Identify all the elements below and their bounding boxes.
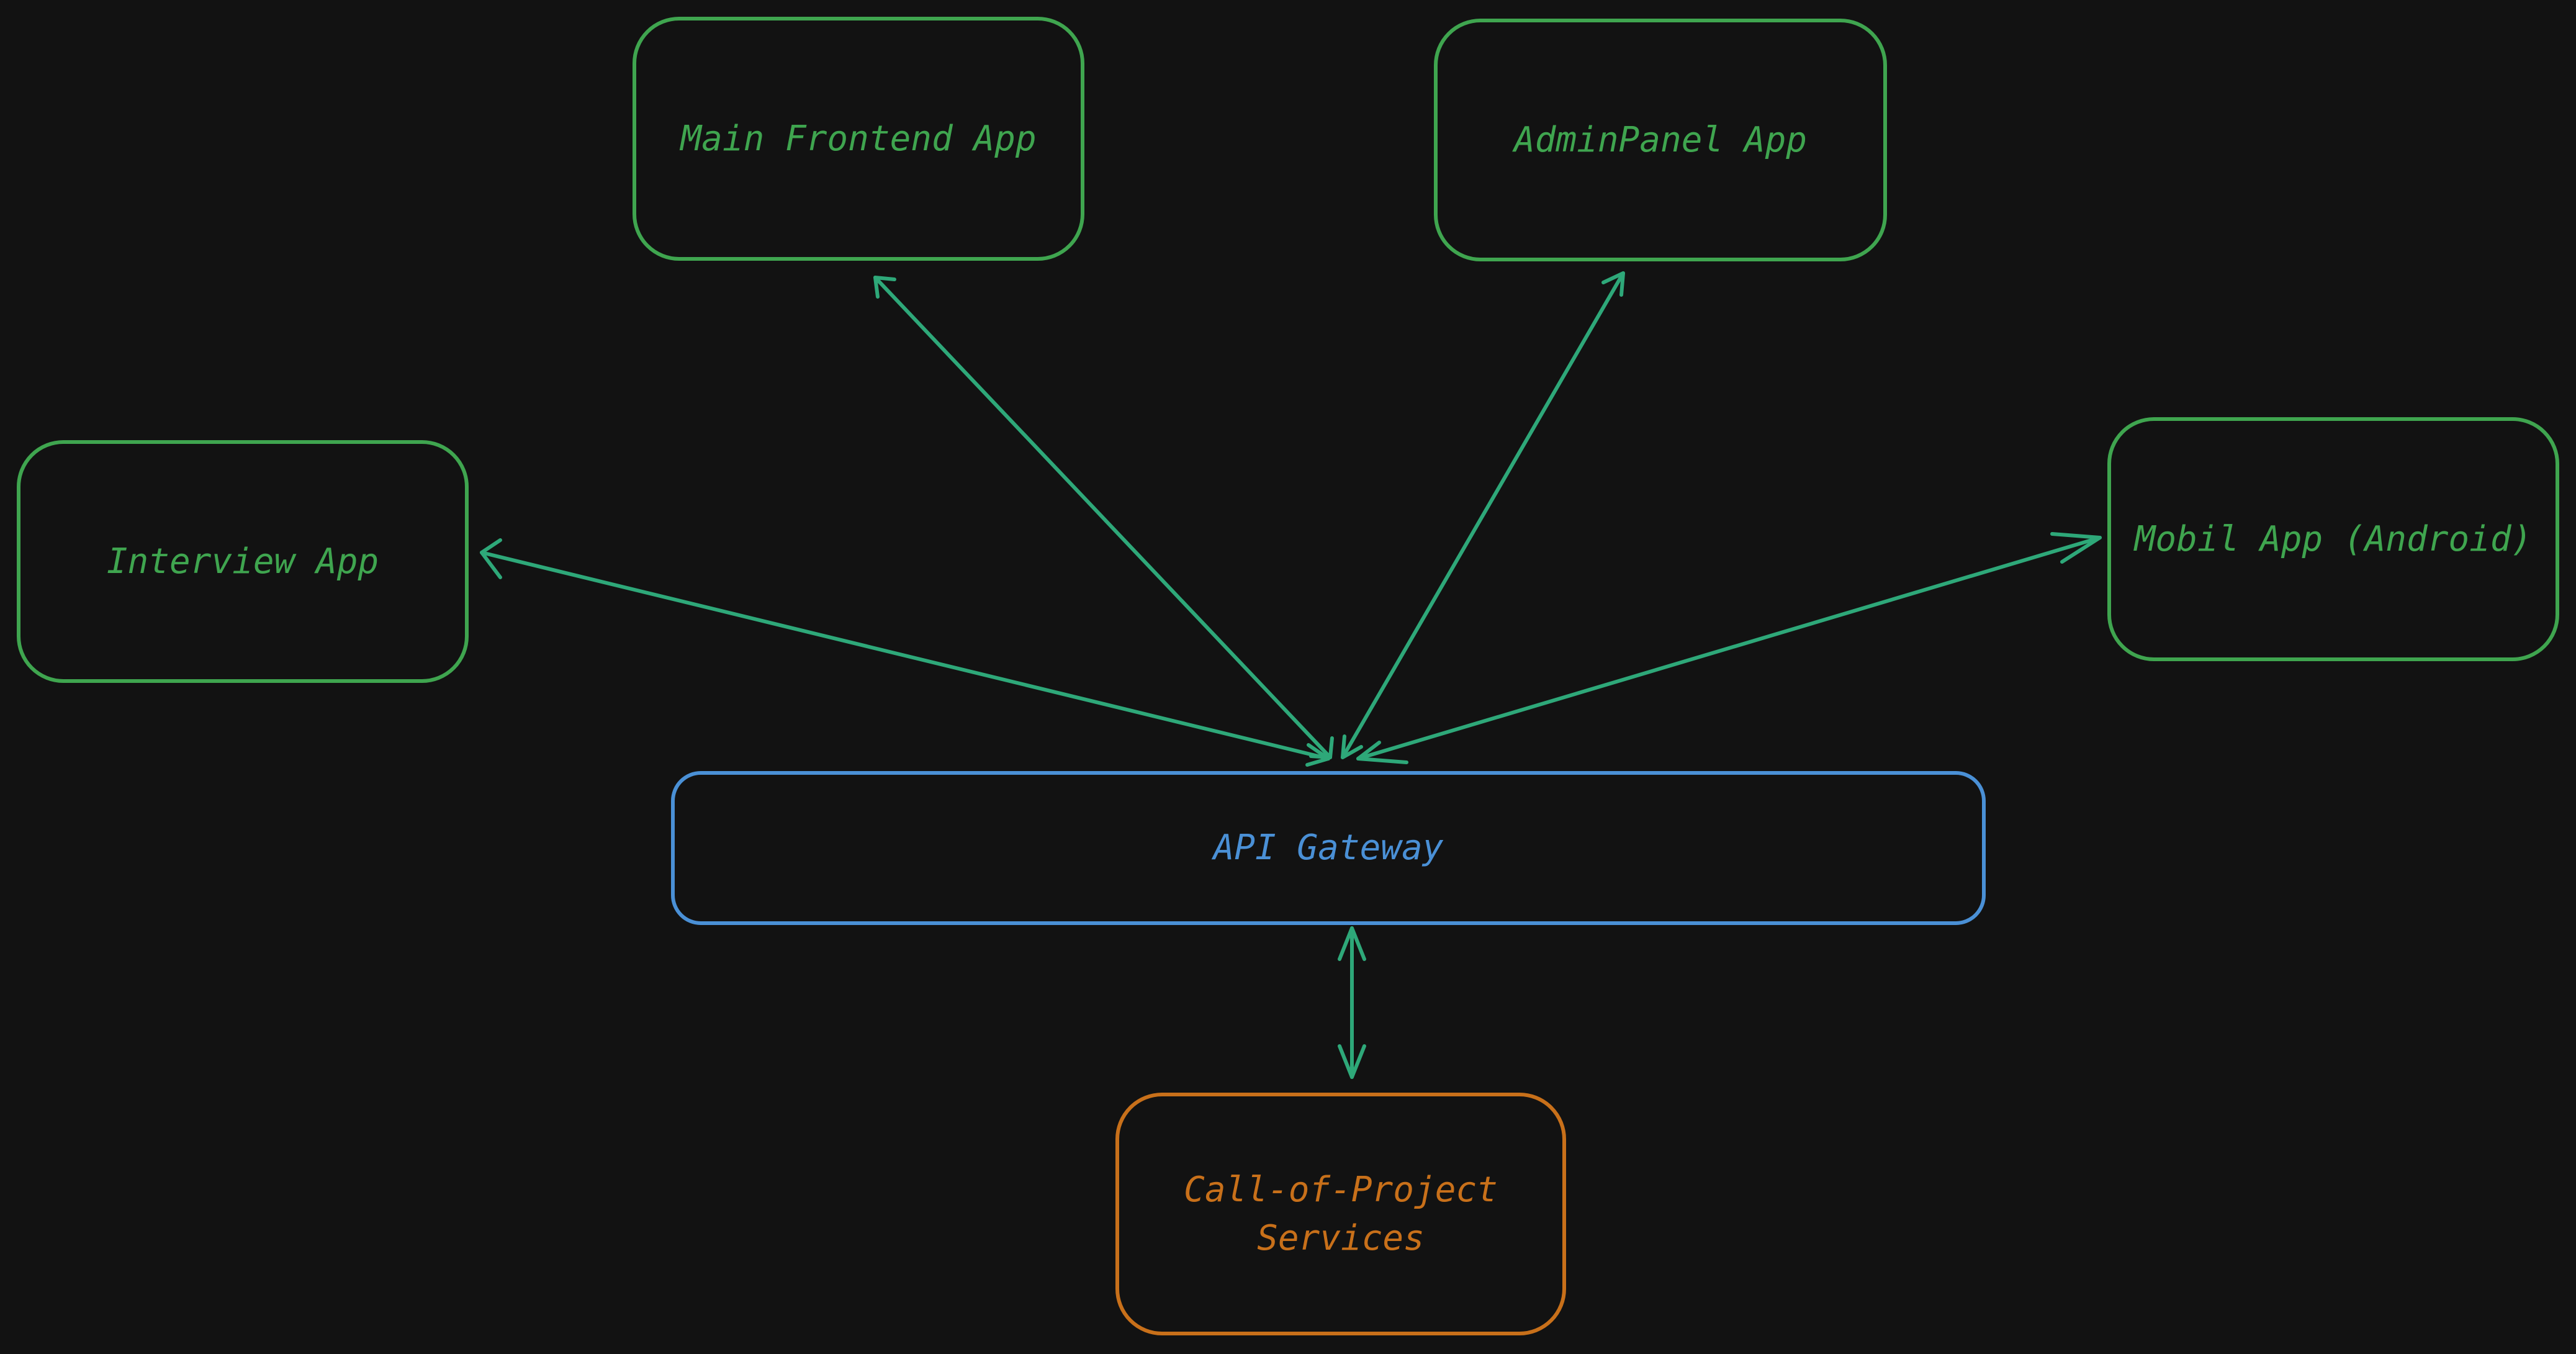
main-frontend-label: Main Frontend App [680,118,1037,159]
arrow-gateway-services [1338,926,1366,1079]
services-label: Call-of-Project Services [1184,1169,1498,1258]
arrow-gateway-mobile [1356,532,2102,764]
arrow-gateway-interview [480,538,1330,767]
arrow-gateway-main-frontend [873,276,1334,759]
arrow-gateway-admin-panel [1341,271,1625,759]
mobile-box[interactable] [2107,417,2559,661]
interview-box[interactable] [17,440,469,683]
admin-panel-box[interactable] [1434,19,1887,261]
api-gateway-label: API Gateway [1213,828,1444,868]
mobile-label: Mobil App (Android) [2134,518,2533,559]
api-gateway-box[interactable] [671,771,1986,925]
services-box[interactable] [1115,1093,1566,1335]
admin-panel-label: AdminPanel App [1513,119,1807,160]
main-frontend-box[interactable] [633,17,1084,261]
interview-label: Interview App [106,541,379,582]
